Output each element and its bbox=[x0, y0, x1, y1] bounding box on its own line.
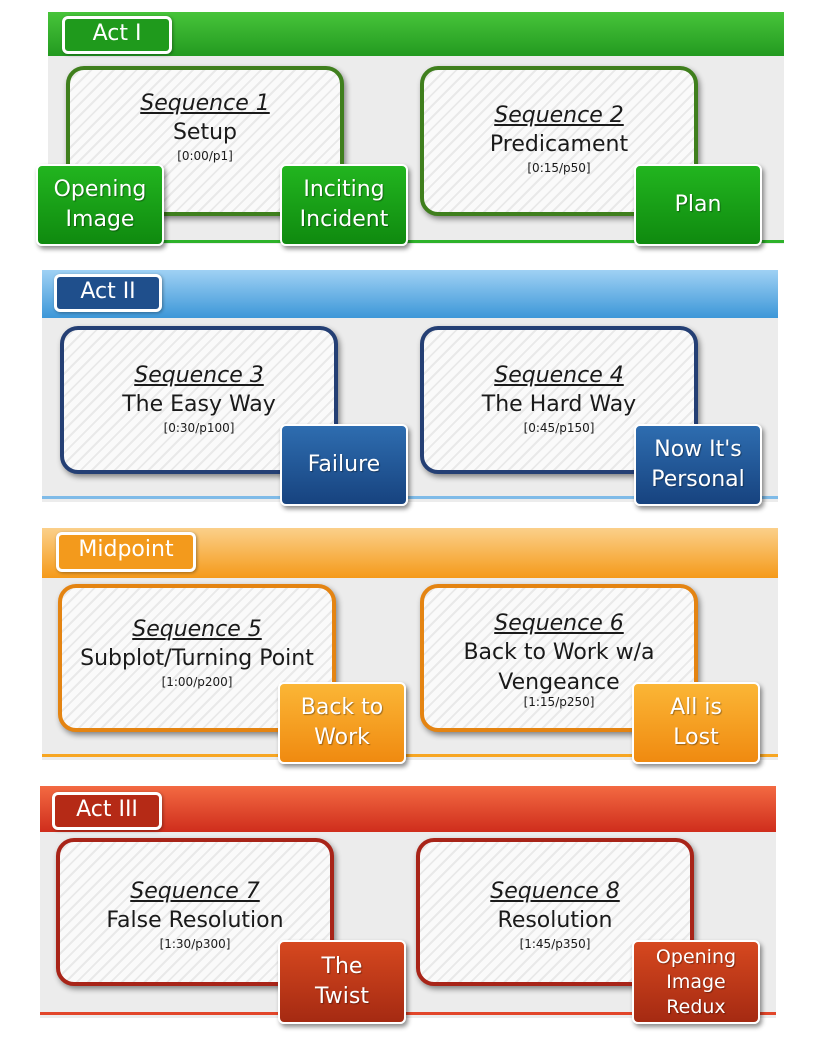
beat-now-its-personal-line2: Personal bbox=[651, 467, 745, 492]
beat-back-to-work-line2: Work bbox=[314, 725, 370, 750]
beat-opening-image-line1: Opening bbox=[53, 177, 147, 202]
act-2-header-bar bbox=[42, 270, 778, 318]
sequence-4-name: The Hard Way bbox=[481, 392, 637, 417]
sequence-3-title: Sequence 3 bbox=[134, 363, 264, 388]
sequence-5-name: Subplot/Turning Point bbox=[80, 646, 314, 671]
act-1-bottom-line bbox=[48, 240, 784, 243]
sequence-8-name: Resolution bbox=[497, 908, 613, 933]
beat-opening-image-redux-line1: Opening bbox=[655, 945, 737, 968]
beat-the-twist-line1: The bbox=[321, 954, 363, 979]
beat-failure: Failure bbox=[280, 424, 408, 506]
beat-now-its-personal-line1: Now It's bbox=[654, 437, 742, 462]
act-2-section: Act II Sequence 3 The Easy Way [0:30/p10… bbox=[0, 260, 816, 520]
beat-back-to-work: Back to Work bbox=[278, 682, 406, 764]
beat-inciting-incident-line1: Inciting bbox=[303, 177, 385, 202]
sequence-2-title: Sequence 2 bbox=[494, 103, 624, 128]
sequence-3-name: The Easy Way bbox=[122, 392, 276, 417]
sequence-6-card: Sequence 6 Back to Work w/a Vengeance [1… bbox=[420, 584, 698, 732]
sequence-6-name-line2: Vengeance bbox=[498, 670, 620, 695]
beat-opening-image-redux-line2: Image bbox=[666, 970, 726, 993]
beat-plan: Plan bbox=[634, 164, 762, 246]
sequence-1-time: [0:00/p1] bbox=[177, 149, 233, 163]
act-2-label: Act II bbox=[54, 274, 162, 312]
sequence-1-title: Sequence 1 bbox=[140, 91, 270, 116]
act-1-label: Act I bbox=[62, 16, 172, 54]
beat-back-to-work-line1: Back to bbox=[300, 695, 384, 720]
sequence-7-name: False Resolution bbox=[106, 908, 284, 933]
act-1-section: Act I Sequence 1 Setup [0:00/p1] Sequenc… bbox=[0, 0, 816, 260]
beat-the-twist-line2: Twist bbox=[315, 984, 369, 1009]
beat-plan-line1: Plan bbox=[674, 192, 722, 217]
act-3-header-bar bbox=[40, 786, 776, 832]
sequence-6-name: Back to Work w/a bbox=[463, 640, 655, 665]
beat-opening-image-line2: Image bbox=[65, 207, 135, 232]
beat-failure-line1: Failure bbox=[307, 452, 381, 477]
sequence-3-time: [0:30/p100] bbox=[163, 421, 235, 435]
midpoint-label: Midpoint bbox=[56, 532, 196, 572]
sequence-7-title: Sequence 7 bbox=[130, 879, 260, 904]
sequence-7-time: [1:30/p300] bbox=[159, 937, 231, 951]
beat-all-is-lost-line2: Lost bbox=[673, 725, 719, 750]
beat-opening-image-redux-line3: Redux bbox=[666, 995, 726, 1018]
sequence-3-card: Sequence 3 The Easy Way [0:30/p100] bbox=[60, 326, 338, 474]
act-3-bottom-line bbox=[40, 1012, 776, 1015]
sequence-8-time: [1:45/p350] bbox=[519, 937, 591, 951]
midpoint-bottom-line bbox=[42, 754, 778, 757]
sequence-1-name: Setup bbox=[172, 120, 238, 145]
sequence-4-title: Sequence 4 bbox=[494, 363, 624, 388]
sequence-5-title: Sequence 5 bbox=[132, 617, 262, 642]
midpoint-section: Midpoint Sequence 5 Subplot/Turning Poin… bbox=[0, 520, 816, 780]
sequence-8-title: Sequence 8 bbox=[490, 879, 620, 904]
sequence-4-time: [0:45/p150] bbox=[523, 421, 595, 435]
act-2-bottom-line bbox=[42, 496, 778, 499]
sequence-6-time: [1:15/p250] bbox=[523, 695, 595, 709]
sequence-2-time: [0:15/p50] bbox=[527, 161, 591, 175]
sequence-5-time: [1:00/p200] bbox=[161, 675, 233, 689]
sequence-2-name: Predicament bbox=[489, 132, 629, 157]
sequence-6-title: Sequence 6 bbox=[494, 611, 624, 636]
sequence-8-card: Sequence 8 Resolution [1:45/p350] bbox=[416, 838, 694, 986]
act-3-label: Act III bbox=[52, 792, 162, 830]
act-3-section: Act III Sequence 7 False Resolution [1:3… bbox=[0, 780, 816, 1056]
beat-all-is-lost-line1: All is bbox=[670, 695, 722, 720]
beat-inciting-incident-line2: Incident bbox=[299, 207, 389, 232]
beat-all-is-lost: All is Lost bbox=[632, 682, 760, 764]
